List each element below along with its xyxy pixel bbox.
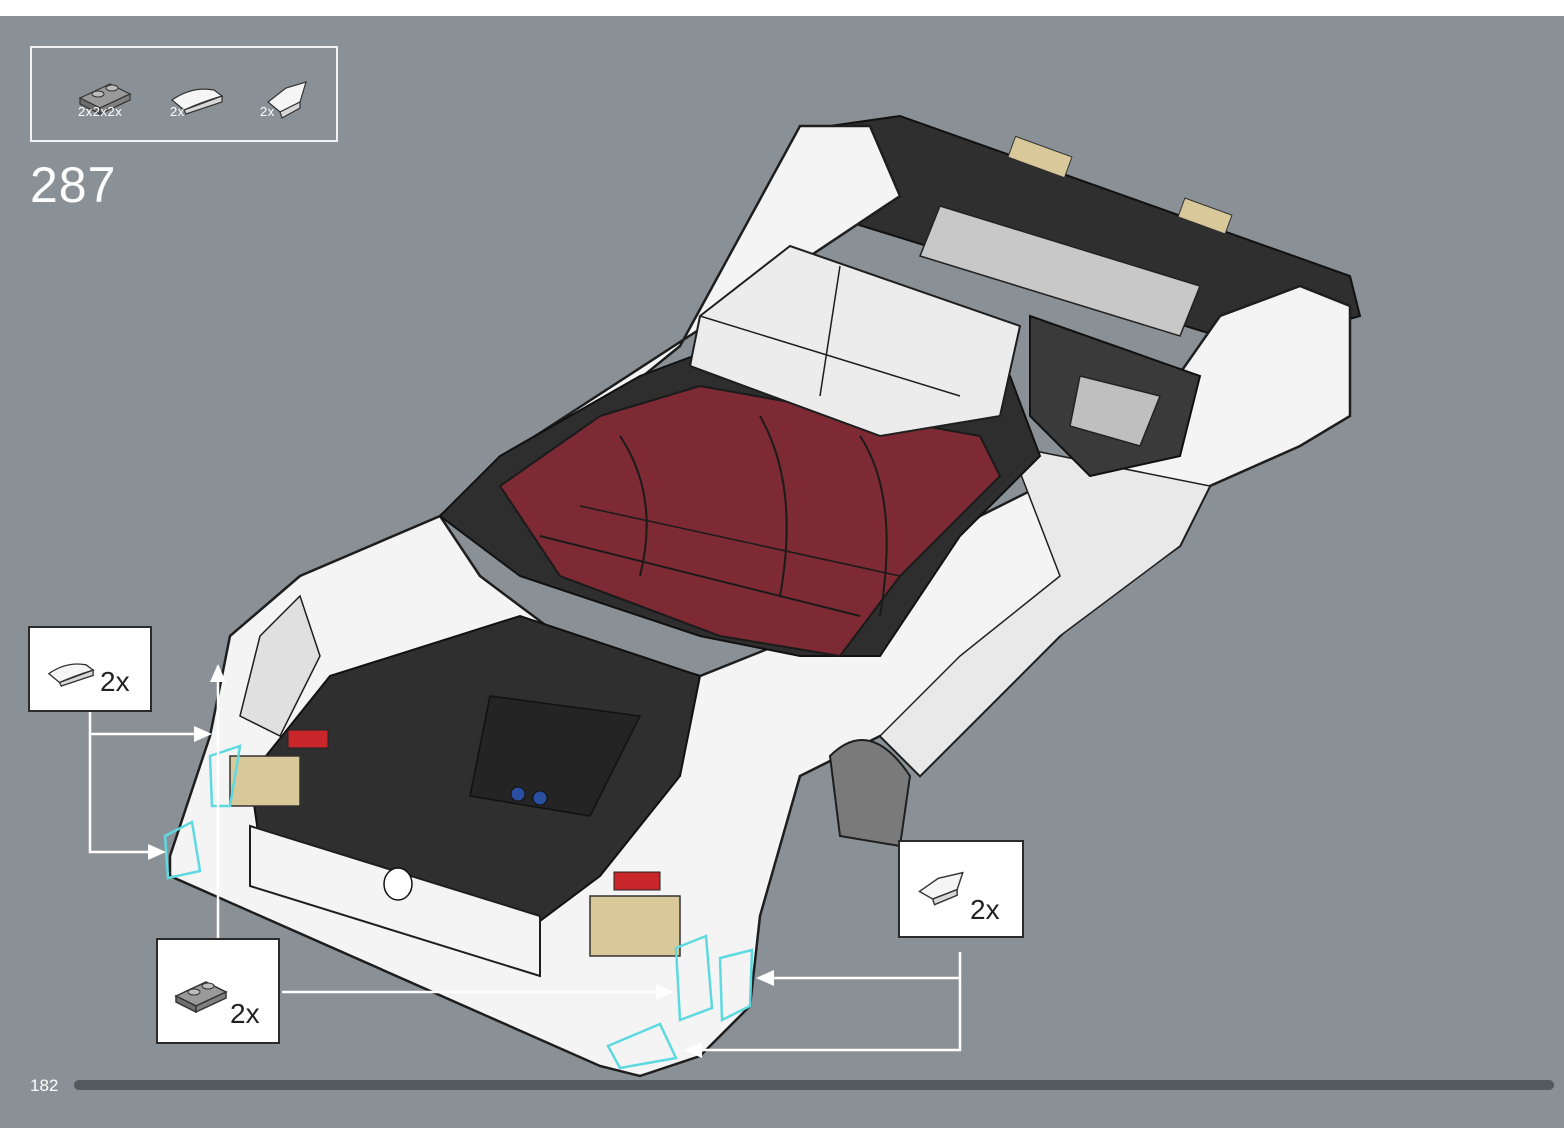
dark-plate-1x2-icon (78, 83, 132, 115)
white-curved-slope-icon (47, 663, 95, 687)
parts-qty: 2x2x2x (78, 104, 123, 119)
arrow-heads (148, 664, 774, 1058)
front-nose (229, 614, 702, 978)
roof-panel (688, 244, 1022, 438)
white-curved-slope-icon (171, 88, 224, 115)
callout-qty: 2x (100, 666, 130, 697)
car-model-illustration (88, 114, 1362, 1078)
white-tile-slope-icon (267, 81, 307, 119)
step-number: 287 (30, 157, 117, 213)
parts-qty: 2x (170, 104, 185, 119)
callout-tile-slope: 2x (898, 840, 1024, 938)
rear-deck (829, 114, 1362, 348)
progress-bar (74, 1080, 1554, 1090)
white-tile-slope-icon (918, 871, 964, 906)
callout-qty: 2x (970, 894, 1000, 925)
engine-bay (1029, 314, 1202, 478)
parts-list-box: 2x2x2x 2x 2x (30, 46, 338, 142)
callout-curved-slope: 2x (28, 626, 152, 712)
page-number: 182 (30, 1076, 59, 1095)
callout-arrows (88, 666, 962, 1052)
callout-plate: 2x (156, 938, 280, 1044)
new-part-highlights (163, 744, 754, 1070)
parts-qty: 2x (260, 104, 275, 119)
callout-qty: 2x (230, 998, 260, 1029)
instruction-page: 2x2x2x 2x 2x 287 (0, 16, 1564, 1128)
progress-fill (74, 1080, 1554, 1090)
dark-plate-1x2-icon (174, 981, 228, 1014)
